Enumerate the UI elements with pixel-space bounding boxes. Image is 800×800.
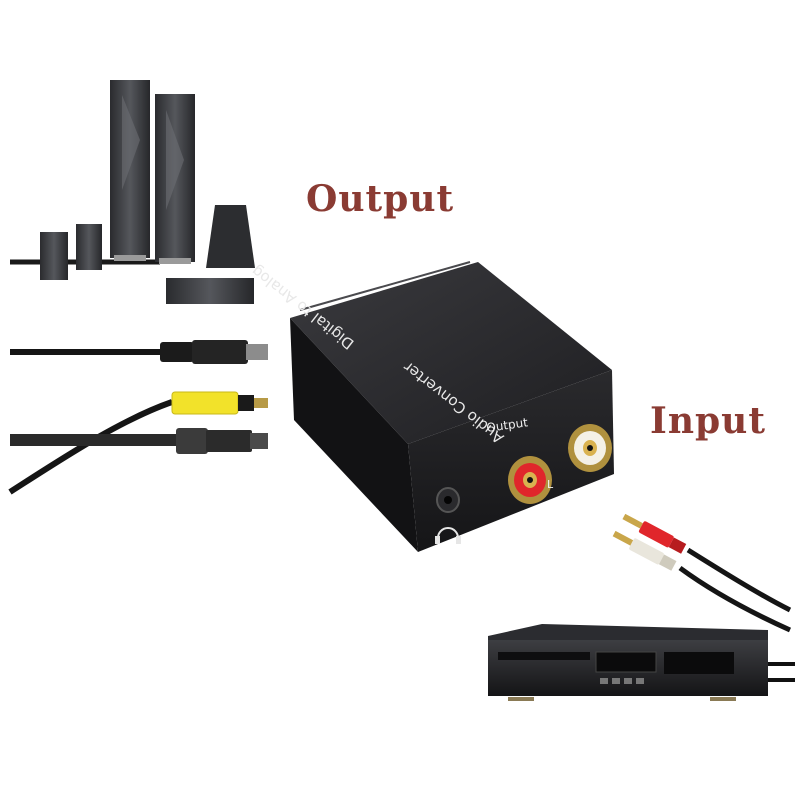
headphone-icon bbox=[435, 527, 461, 544]
rca-jack-right bbox=[568, 424, 612, 472]
device-channel-l-label: L bbox=[547, 478, 554, 491]
headphone-port bbox=[436, 487, 460, 513]
speaker-set bbox=[10, 80, 255, 304]
converter-device bbox=[290, 261, 614, 552]
hdmi-cable bbox=[10, 340, 268, 364]
rca-stereo-cable bbox=[612, 513, 792, 633]
dvd-player bbox=[488, 624, 795, 701]
rca-jack-left bbox=[508, 456, 552, 504]
output-heading: Output bbox=[306, 178, 455, 220]
optical-cable bbox=[10, 428, 268, 454]
input-heading: Input bbox=[650, 400, 766, 442]
device-panel-output-label: Output bbox=[485, 415, 529, 435]
